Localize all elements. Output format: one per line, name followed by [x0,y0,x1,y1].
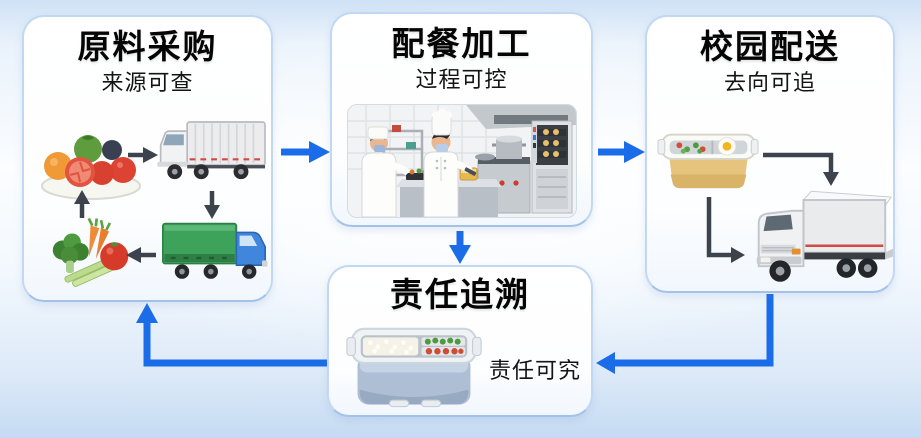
produce-plate-icon [36,120,146,202]
fresh-vegetables-icon [38,215,144,287]
white-box-truck-icon [154,117,270,185]
panel-title: 配餐加工 [391,25,532,62]
panel-meal-processing: 配餐加工 过程可控 [330,12,593,227]
panel-raw-material-procurement: 原料采购 来源可查 [22,15,273,302]
delivery-truck-icon [747,185,893,289]
flow-arrow-delivery-to-trace [614,294,774,367]
panel-subtitle: 去向可追 [723,70,816,95]
panel-title: 校园配送 [700,28,840,65]
green-cargo-truck-icon [158,217,270,283]
flow-arrow-trace-to-procurement [143,322,327,367]
panel-subtitle: 过程可控 [415,67,508,92]
bento-lunchbox-icon [657,121,759,193]
panel-subtitle: 来源可查 [101,70,194,95]
panel-subtitle: 责任可究 [488,358,581,383]
panel-campus-delivery: 校园配送 去向可追 [645,15,895,293]
panel-responsibility-trace: 责任追溯 责任可究 [327,265,593,417]
panel-title: 原料采购 [77,28,218,65]
compartment-lunchbox-icon [343,315,485,413]
kitchen-scene-image [347,104,577,218]
panel-title: 责任追溯 [390,276,530,313]
